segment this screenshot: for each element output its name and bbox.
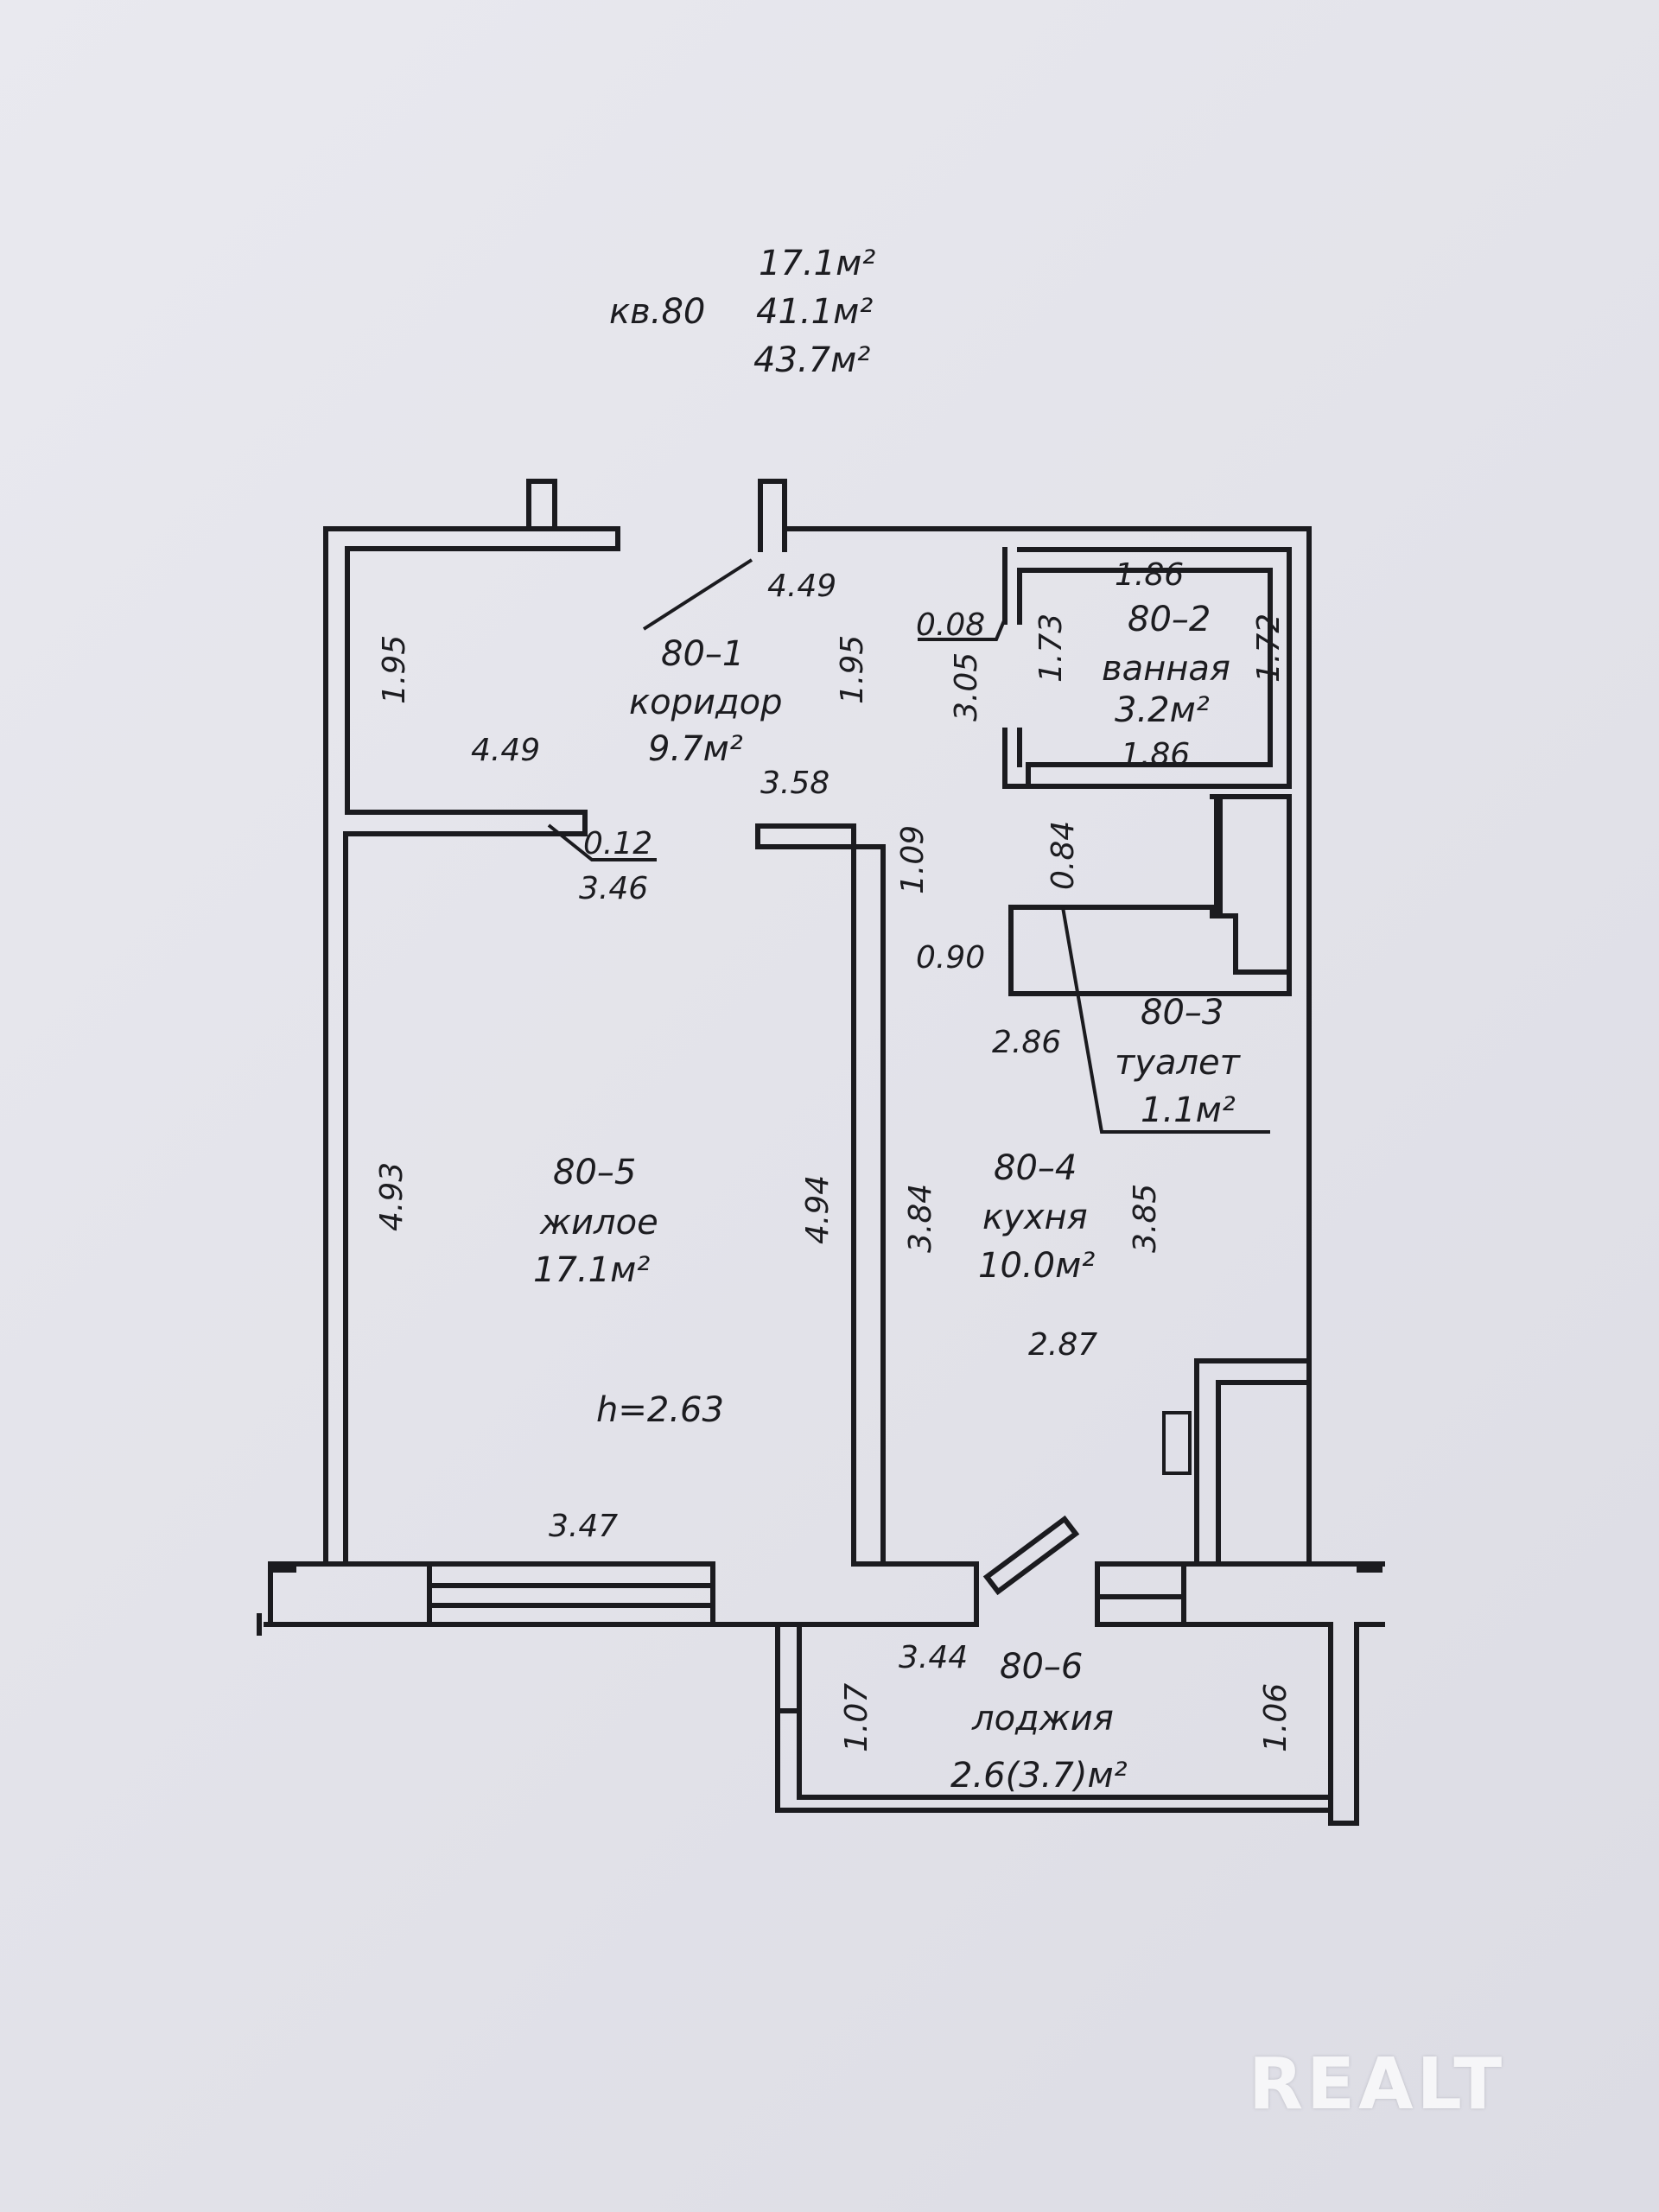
room-name: жилое (539, 1203, 658, 1243)
apartment-summary: кв.80 17.1м² 41.1м² 43.7м² (609, 244, 875, 380)
dim-kitchen-left: 3.84 (903, 1184, 938, 1253)
watermark-logo: REALT (1249, 2044, 1506, 2126)
wall-bottom-right (1181, 1561, 1385, 1826)
room-toilet: 80–3 туалет 1.1м² (1115, 993, 1242, 1130)
room-id: 80–2 (1128, 600, 1211, 639)
room-name: туалет (1115, 1043, 1242, 1083)
dim-bath-top: 1.86 (1115, 557, 1184, 593)
room-id: 80–3 (1141, 993, 1224, 1033)
wall-bathroom-left-bottom (1002, 728, 1031, 789)
wall-bottom-left (268, 1561, 432, 1627)
leader-corridor (642, 558, 753, 631)
room-area: 3.2м² (1115, 690, 1210, 730)
wall-left (323, 526, 620, 1567)
room-area: 17.1м² (533, 1250, 650, 1290)
dim-corridor-top: 4.49 (767, 569, 836, 604)
dim-loggia-length: 3.44 (899, 1640, 968, 1675)
boiler (1162, 1411, 1192, 1475)
dim-living-right: 4.94 (800, 1175, 836, 1244)
wall-toilet (1008, 905, 1292, 996)
area-total-with-loggia: 43.7м² (753, 340, 870, 380)
ceiling-height: h=2.63 (596, 1390, 724, 1430)
window-kitchen (1095, 1561, 1186, 1627)
room-kitchen: 80–4 кухня 10.0м² (978, 1148, 1095, 1286)
room-area: 2.6(3.7)м² (950, 1756, 1128, 1796)
room-corridor: 80–1 коридор 9.7м² (629, 634, 783, 769)
walls (257, 479, 1385, 1826)
window-living (427, 1561, 715, 1627)
room-name: ванная (1102, 649, 1230, 689)
wall-bathroom-left-top (1002, 547, 1022, 625)
dim-living-bottom: 3.47 (549, 1509, 618, 1544)
room-area: 9.7м² (648, 729, 743, 769)
room-bathroom: 80–2 ванная 3.2м² (1102, 600, 1230, 730)
wall-bottom-middle (710, 1561, 979, 1627)
dim-hall-segment: 1.09 (895, 825, 931, 894)
dim-toilet-door: 0.90 (916, 940, 985, 976)
room-id: 80–6 (1000, 1647, 1083, 1687)
shaft-divider (1214, 797, 1223, 913)
leader-toilet (1061, 906, 1270, 1134)
wall-cap-right (1357, 1562, 1382, 1573)
wall-shaft (1210, 794, 1292, 975)
room-area: 1.1м² (1141, 1090, 1236, 1130)
wall-edge-left (257, 1613, 269, 1636)
door-loggia (982, 1515, 1080, 1596)
room-name: коридор (629, 683, 783, 722)
wall-cap-left (270, 1562, 296, 1573)
area-living-total: 17.1м² (759, 244, 875, 283)
room-name: кухня (982, 1198, 1088, 1237)
dim-bath-bottom: 1.86 (1121, 737, 1190, 772)
wall-kitchen-niche (1194, 1358, 1312, 1567)
wall-loggia-left (775, 1708, 802, 1813)
dim-bath-right: 1.72 (1251, 613, 1287, 683)
dim-kitchen-top: 2.86 (992, 1025, 1061, 1060)
leader-door-offset (918, 618, 1007, 641)
wall-bathroom-outer (1017, 547, 1292, 789)
dim-corridor-hall: 3.05 (949, 652, 984, 721)
dim-corridor-bottom: 4.49 (471, 733, 540, 768)
dim-wall-offset: 0.12 (583, 826, 652, 861)
room-id: 80–1 (661, 634, 744, 674)
room-id: 80–5 (553, 1153, 636, 1192)
dim-toilet-width: 0.84 (1046, 821, 1081, 890)
dim-loggia-right: 1.06 (1258, 1683, 1294, 1752)
dim-corridor-left: 1.95 (377, 635, 412, 704)
dimensions: 4.49 4.49 1.86 1.86 0.08 3.58 0.12 3.46 … (374, 557, 1294, 1752)
dim-kitchen-right: 3.85 (1128, 1184, 1163, 1253)
wall-loggia (775, 1622, 1333, 1813)
dim-corridor-right: 1.95 (835, 635, 870, 704)
dim-loggia-left: 1.07 (839, 1683, 874, 1752)
apartment-number: кв.80 (609, 292, 705, 332)
dim-living-top: 3.46 (579, 871, 648, 906)
dim-living-left: 4.93 (374, 1162, 410, 1231)
room-loggia: 80–6 лоджия 2.6(3.7)м² (950, 1647, 1128, 1796)
dim-kitchen-bottom: 2.87 (1028, 1327, 1097, 1363)
wall-stub-left (526, 479, 557, 531)
room-name: лоджия (971, 1699, 1114, 1738)
wall-stub-right (758, 479, 787, 552)
room-area: 10.0м² (978, 1246, 1095, 1286)
area-total: 41.1м² (756, 292, 873, 332)
dim-door-offset: 0.08 (916, 607, 985, 643)
dim-corridor-passage: 3.58 (760, 766, 830, 801)
room-living: 80–5 жилое 17.1м² h=2.63 (533, 1153, 724, 1430)
room-id: 80–4 (994, 1148, 1077, 1188)
dim-bath-left: 1.73 (1033, 613, 1069, 683)
leader-wall-offset (547, 823, 657, 861)
